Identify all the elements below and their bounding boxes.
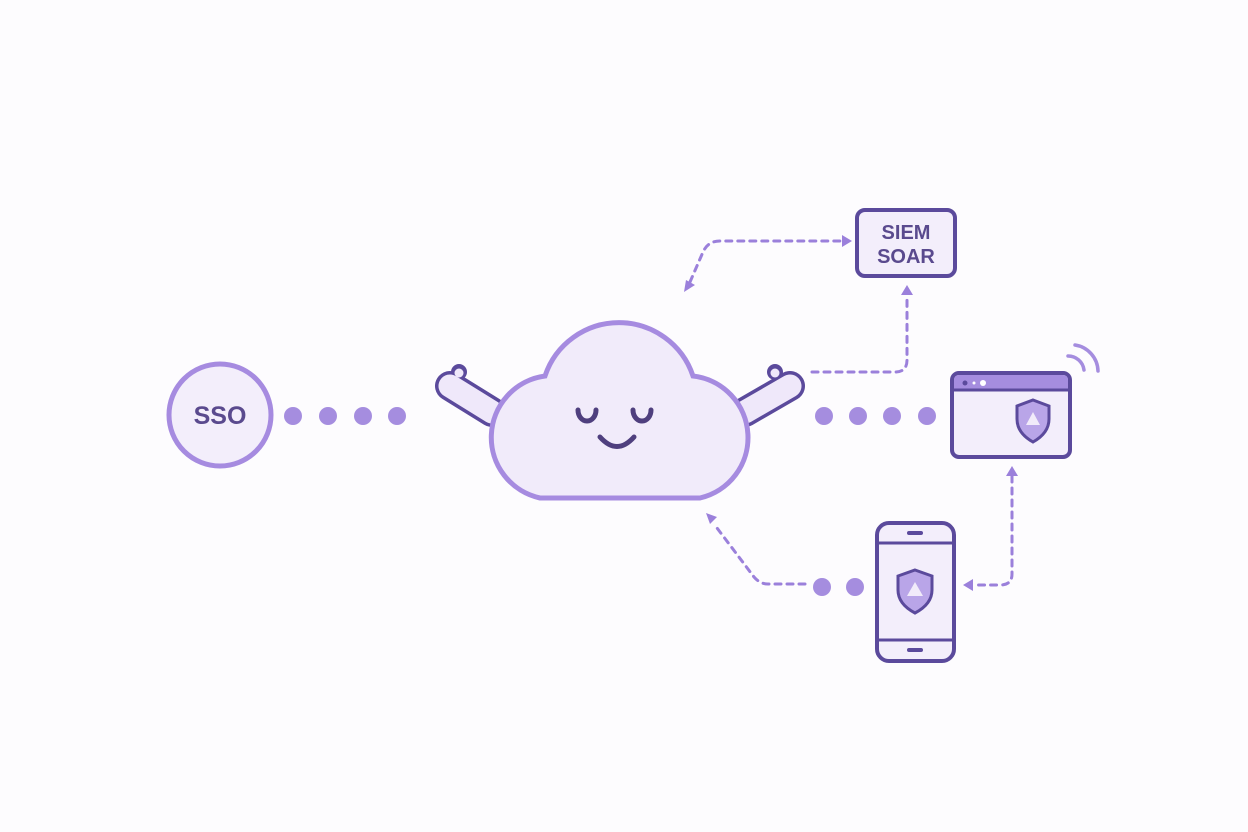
right-arm-icon (730, 364, 805, 427)
connector-arm-siem (810, 285, 913, 374)
connector-cloud-browser (815, 407, 936, 425)
browser-window-icon (950, 371, 1072, 459)
siem-label: SIEM (882, 222, 931, 244)
left-arm-icon (435, 364, 507, 427)
connector-cloud-siem (684, 235, 852, 292)
connector-browser-phone (963, 466, 1018, 591)
connector-phone-cloud (706, 513, 864, 596)
cloud-mascot-icon (488, 320, 751, 501)
wifi-signal-icon (1066, 343, 1100, 373)
soar-label: SOAR (877, 246, 935, 268)
mobile-phone-icon (875, 521, 956, 663)
siem-soar-node: SIEM SOAR (855, 208, 957, 278)
sso-label: SSO (194, 402, 247, 430)
sso-node: SSO (166, 361, 274, 469)
connector-sso-cloud (284, 407, 406, 425)
